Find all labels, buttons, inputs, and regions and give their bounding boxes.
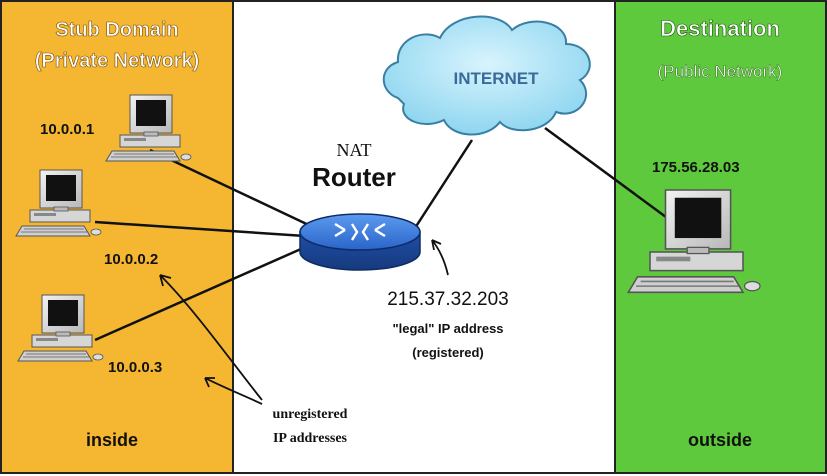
annotation-arrow-upper bbox=[159, 274, 263, 401]
router-ip-arrow bbox=[431, 239, 449, 276]
left-panel-footer: inside bbox=[86, 430, 138, 450]
left-panel-background bbox=[0, 0, 234, 474]
left-panel-title: Stub Domain bbox=[55, 19, 178, 41]
link-internet-destination bbox=[544, 126, 671, 222]
router-ip-note: "legal" IP address bbox=[392, 321, 503, 336]
right-panel-title: Destination bbox=[660, 16, 780, 41]
annotation-line2: IP addresses bbox=[273, 431, 348, 446]
annotation-line1: unregistered bbox=[273, 407, 348, 422]
host1-ip: 10.0.0.1 bbox=[40, 121, 94, 138]
router-icon bbox=[299, 213, 421, 271]
internet-cloud-icon bbox=[382, 15, 591, 136]
left-panel-subtitle: (Private Network) bbox=[35, 50, 200, 72]
router-ip-registered: (registered) bbox=[412, 345, 484, 360]
internet-label: INTERNET bbox=[454, 69, 540, 88]
link-host3-router bbox=[94, 243, 311, 342]
router-ip: 215.37.32.203 bbox=[387, 289, 509, 310]
right-panel-subtitle: (Public Network) bbox=[658, 62, 783, 81]
router-label: Router bbox=[312, 162, 396, 192]
link-router-internet bbox=[413, 139, 474, 229]
router-nat-label: NAT bbox=[337, 140, 372, 160]
annotation-arrow-lower bbox=[204, 377, 263, 405]
destination-ip: 175.56.28.03 bbox=[652, 159, 740, 176]
host2-ip: 10.0.0.2 bbox=[104, 251, 158, 268]
host3-ip: 10.0.0.3 bbox=[108, 359, 162, 376]
right-panel-footer: outside bbox=[688, 430, 752, 450]
link-host1-router bbox=[149, 148, 316, 230]
link-host2-router bbox=[94, 220, 306, 238]
